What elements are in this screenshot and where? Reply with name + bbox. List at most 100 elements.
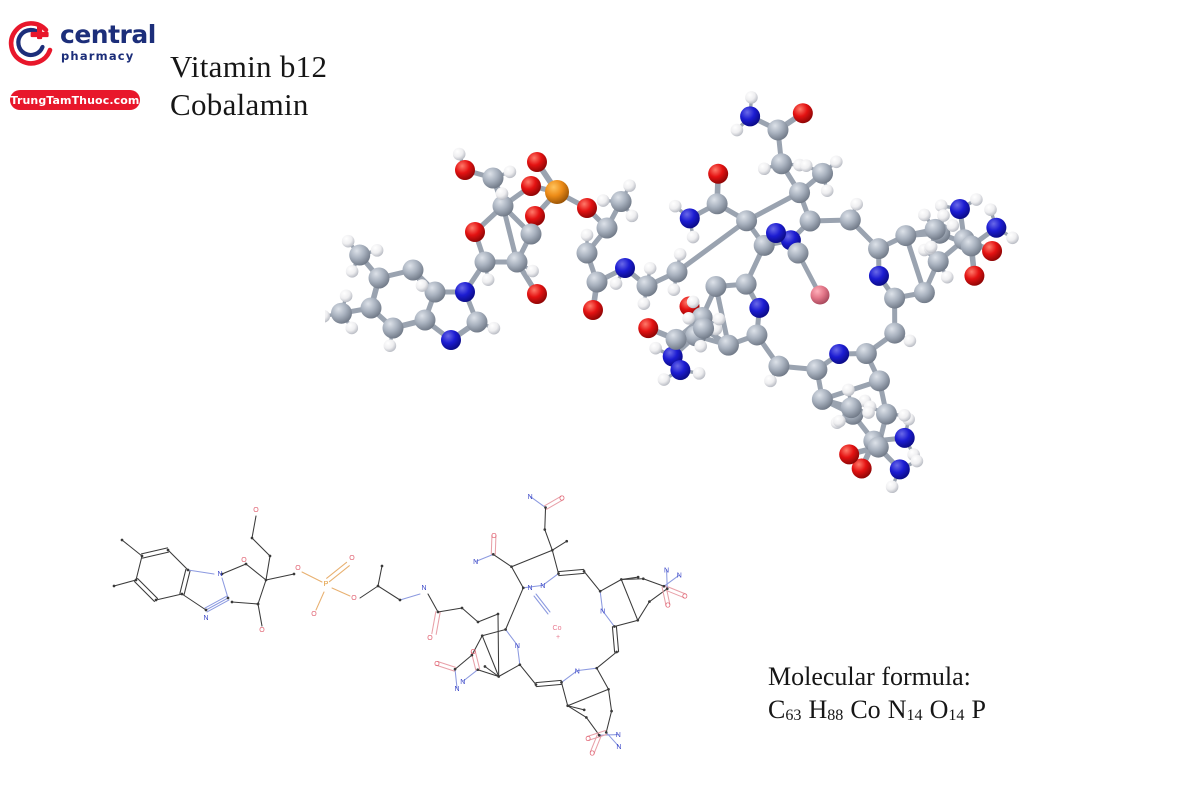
skeletal-vertex	[250, 536, 254, 540]
skeletal-bond	[551, 549, 560, 575]
atom-c	[360, 297, 382, 319]
atom-n	[889, 459, 910, 480]
atom-n	[455, 282, 475, 302]
skeletal-vertex	[544, 506, 547, 509]
skeletal-bond	[567, 705, 585, 711]
atom-n	[829, 343, 850, 364]
atom-c	[382, 317, 404, 339]
atom-c	[474, 251, 496, 273]
skeletal-vertex	[566, 704, 570, 708]
skeletal-vertex	[230, 600, 234, 604]
skeletal-vertex	[476, 620, 480, 624]
skeletal-vertex	[186, 568, 190, 572]
skeletal-vertex	[483, 665, 487, 668]
skeletal-bond	[481, 635, 500, 678]
atom-o	[638, 318, 659, 339]
skeletal-vertex	[597, 733, 601, 737]
skeletal-bond	[435, 664, 455, 672]
skeletal-bond	[265, 573, 295, 581]
skeletal-vertex	[120, 538, 124, 542]
skeletal-bond	[315, 591, 325, 611]
skeletal-bond	[607, 688, 613, 712]
skeletal-bond	[648, 588, 668, 603]
skeletal-bond	[510, 566, 524, 589]
skeletal-bond	[544, 495, 562, 507]
skeletal-bond	[205, 597, 229, 611]
atom-c	[424, 281, 446, 303]
atom-h	[830, 155, 843, 169]
skeletal-vertex	[582, 570, 586, 573]
skeletal-bond	[544, 529, 553, 551]
skeletal-bond	[181, 593, 207, 611]
atom-c	[839, 209, 861, 231]
atom-c	[330, 302, 352, 324]
brand-banner[interactable]: TrungTamThuoc.com	[10, 90, 140, 110]
atom-h	[918, 208, 931, 222]
atom-c	[402, 259, 424, 281]
skeletal-bond	[141, 551, 170, 559]
atom-h	[910, 454, 924, 468]
skeletal-vertex	[595, 666, 599, 670]
skeletal-bond	[567, 688, 610, 707]
skeletal-vertex	[607, 687, 610, 691]
atom-h	[898, 409, 911, 422]
brand-logo[interactable]: central pharmacy TrungTamThuoc.com	[6, 18, 156, 110]
skeletal-bond	[257, 603, 263, 627]
skeletal-vertex	[376, 584, 380, 588]
skeletal-vertex	[220, 572, 224, 576]
skeletal-bond	[475, 553, 494, 563]
skeletal-vertex	[154, 598, 158, 602]
skeletal-vertices	[112, 506, 669, 737]
atom-o	[708, 163, 729, 184]
skeletal-vertex	[518, 663, 522, 667]
atom-c	[768, 355, 790, 377]
skeletal-atom-label: O	[349, 555, 355, 562]
atom-h	[940, 270, 954, 284]
atom-h	[970, 193, 983, 206]
atom-c	[414, 309, 436, 331]
skeletal-vertex	[560, 681, 563, 684]
skeletal-bond	[613, 619, 639, 628]
atom-c	[868, 238, 890, 260]
atom-h	[649, 341, 662, 355]
atom-c	[787, 242, 809, 264]
skeletal-bond	[133, 581, 155, 603]
atom-n	[949, 199, 970, 220]
atom-c	[705, 275, 727, 297]
skeletal-atom-label: N	[203, 615, 208, 622]
skeletal-bond	[167, 549, 189, 571]
atom-n	[615, 258, 635, 278]
skeletal-bond	[560, 681, 569, 707]
skeletal-vertex	[140, 554, 144, 558]
skeletal-bond	[328, 565, 350, 583]
atom-h	[370, 244, 384, 257]
page-title: Vitamin b12 Cobalamin	[170, 48, 327, 124]
skeletal-bond	[663, 574, 680, 587]
atom-n	[441, 330, 461, 350]
skeletal-bond	[471, 635, 483, 656]
atom-c	[576, 242, 598, 264]
formula-heading: Molecular formula:	[768, 662, 971, 691]
skeletal-bond	[490, 534, 493, 555]
skeletal-bond	[461, 607, 479, 623]
skeletal-atom-label: O	[295, 565, 301, 572]
skeletal-bond	[544, 507, 547, 531]
skeletal-vertex	[550, 548, 554, 552]
skeletal-bond	[535, 679, 562, 684]
skeletal-bond	[301, 571, 323, 583]
skeletal-bond	[516, 644, 521, 666]
skeletal-atom-label: N	[616, 744, 621, 751]
skeletal-vertex	[641, 577, 645, 581]
atom-c	[811, 388, 833, 410]
atom-c	[466, 311, 488, 333]
atom-h	[799, 159, 813, 173]
skeletal-bond	[535, 593, 551, 613]
atom-c	[789, 182, 811, 204]
atom-c	[960, 235, 982, 257]
skeletal-atom-label: N	[528, 494, 533, 501]
skeletal-bond	[427, 593, 439, 613]
